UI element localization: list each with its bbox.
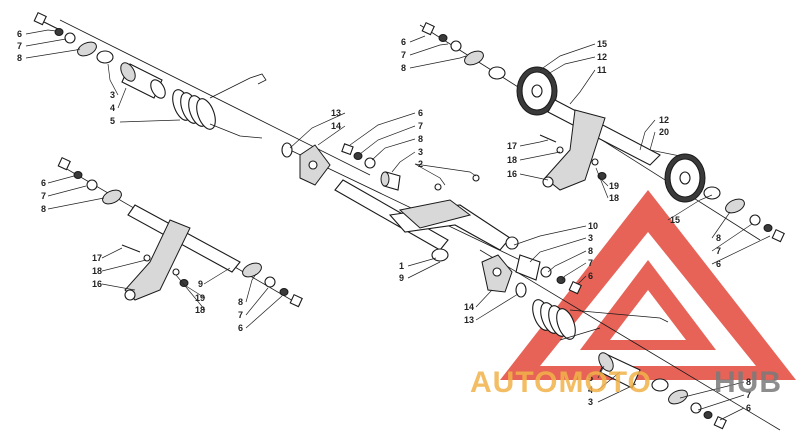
top-right-wheel-assembly [421, 21, 785, 243]
top-left-bolt-stack [33, 11, 97, 57]
callout-bl-9: 9 [198, 279, 203, 289]
callout-ml-8: 8 [41, 204, 46, 214]
callout-tl-4: 4 [110, 103, 115, 113]
callout-cr-6: 6 [588, 271, 593, 281]
callout-c-1: 1 [399, 261, 404, 271]
callout-tr-12: 12 [597, 52, 607, 62]
callout-b-5: 5 [588, 373, 593, 383]
callout-rr-7: 7 [716, 246, 721, 256]
callout-tc-14: 14 [331, 121, 341, 131]
callout-bl-18: 18 [92, 266, 102, 276]
callout-tc-7: 7 [418, 121, 423, 131]
callout-b-3: 3 [588, 397, 593, 407]
callout-bl-18b: 18 [195, 305, 205, 315]
callout-b-4: 4 [588, 385, 593, 395]
callout-mr-16: 16 [507, 169, 517, 179]
callout-tl-8: 8 [17, 53, 22, 63]
callout-labels: 6 7 8 3 4 5 13 14 6 7 8 3 2 6 7 8 15 12 … [17, 29, 751, 413]
callout-c-13: 13 [464, 315, 474, 325]
callout-tr-7: 7 [401, 50, 406, 60]
callout-mr-18b: 18 [609, 193, 619, 203]
callout-tr-8: 8 [401, 63, 406, 73]
callout-mr-18: 18 [507, 155, 517, 165]
watermark-brand-a: AUTOMOTO [470, 366, 652, 399]
callout-mr-17: 17 [507, 141, 517, 151]
callout-mr-19: 19 [609, 181, 619, 191]
callout-c-14: 14 [464, 302, 474, 312]
center-a-arm [334, 174, 519, 262]
callout-br-8: 8 [746, 377, 751, 387]
callout-bl-17: 17 [92, 253, 102, 263]
leader-lines [25, 29, 771, 421]
callout-tl-7: 7 [17, 41, 22, 51]
left-mid-assembly [57, 156, 303, 308]
callout-bl-16: 16 [92, 279, 102, 289]
callout-cr-7: 7 [588, 258, 593, 268]
watermark-text: AUTOMOTO HUB [470, 366, 782, 399]
callout-tl-6: 6 [17, 29, 22, 39]
callout-cr-3: 3 [588, 233, 593, 243]
callout-rr-8: 8 [716, 233, 721, 243]
callout-br-6: 6 [746, 403, 751, 413]
callout-bl-19: 19 [195, 293, 205, 303]
callout-tc-13: 13 [331, 108, 341, 118]
callout-bl-7: 7 [238, 310, 243, 320]
callout-tc-3: 3 [418, 147, 423, 157]
callout-tr-12b: 12 [659, 115, 669, 125]
callout-rr-6: 6 [716, 259, 721, 269]
callout-ml-6: 6 [41, 178, 46, 188]
callout-tl-3: 3 [110, 90, 115, 100]
callout-tr-11: 11 [597, 65, 607, 75]
callout-tr-20: 20 [659, 127, 669, 137]
left-spring-assembly [96, 50, 267, 139]
callout-tl-5: 5 [110, 116, 115, 126]
callout-tc-8: 8 [418, 134, 423, 144]
callout-bl-8: 8 [238, 297, 243, 307]
callout-rr-15: 15 [670, 215, 680, 225]
right-center-assembly [481, 254, 727, 430]
callout-c-9: 9 [399, 273, 404, 283]
center-bushing-stack [281, 142, 401, 191]
watermark-brand-b: HUB [714, 366, 782, 399]
callout-tr-15: 15 [597, 39, 607, 49]
callout-bl-6: 6 [238, 323, 243, 333]
callout-cr-10: 10 [588, 221, 598, 231]
callout-tc-6: 6 [418, 108, 423, 118]
callout-tc-2: 2 [418, 159, 423, 169]
callout-br-7: 7 [746, 390, 751, 400]
callout-ml-7: 7 [41, 191, 46, 201]
callout-cr-8: 8 [588, 246, 593, 256]
callout-tr-6: 6 [401, 37, 406, 47]
